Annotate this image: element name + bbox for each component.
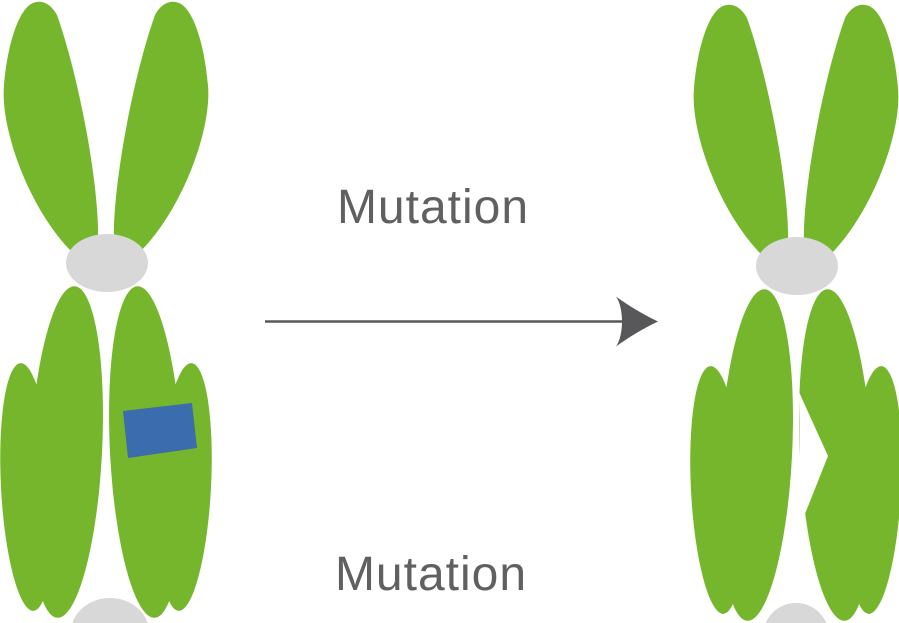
deletion-notch bbox=[799, 392, 828, 524]
bottom-centromere-partial bbox=[72, 598, 148, 623]
mutation-label-top: Mutation bbox=[337, 181, 529, 234]
chromosome-before bbox=[0, 1, 218, 623]
centromere bbox=[66, 234, 148, 292]
mutation-segment bbox=[123, 403, 197, 458]
chromosome-shape bbox=[684, 4, 899, 623]
chromosome-shape bbox=[0, 1, 218, 620]
centromere bbox=[756, 237, 838, 295]
mutation-arrow bbox=[265, 296, 658, 347]
mutation-label-bottom: Mutation bbox=[335, 548, 527, 601]
arrow-head-icon bbox=[616, 296, 658, 347]
chromosome-after bbox=[684, 4, 899, 623]
bottom-centromere-partial bbox=[765, 603, 827, 623]
